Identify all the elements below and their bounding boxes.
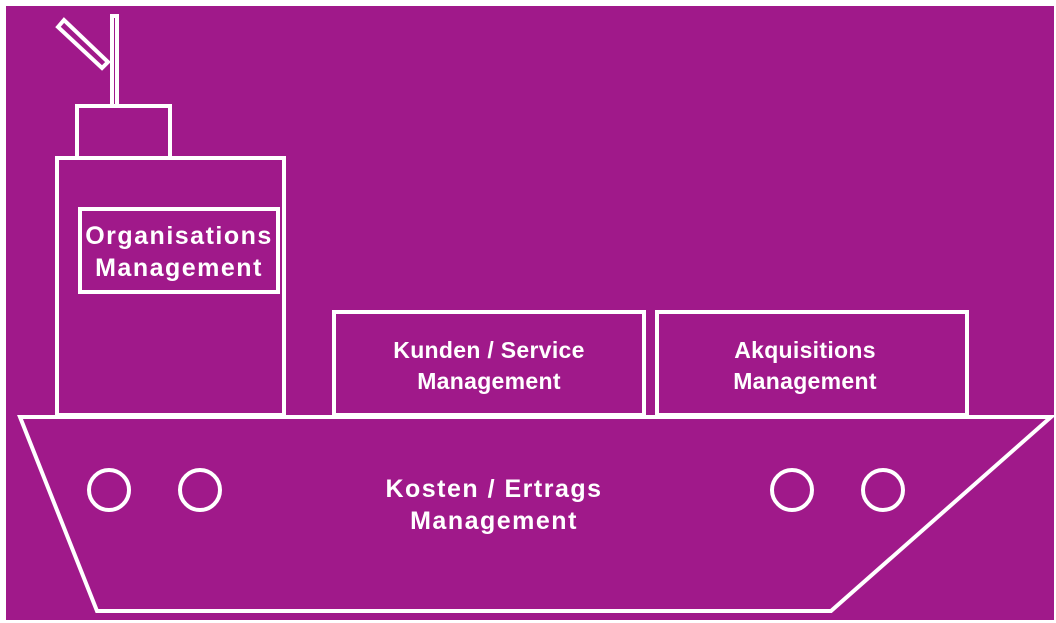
antenna-arm (55, 17, 111, 71)
porthole-icon (770, 468, 814, 512)
porthole-icon (861, 468, 905, 512)
kosten-ertrags-label-line2: Management (410, 507, 578, 535)
kosten-ertrags-label-line1: Kosten / Ertrags (385, 475, 602, 503)
ship-hull (17, 415, 1056, 613)
porthole-icon (178, 468, 222, 512)
organisation-label-line2: Management (95, 254, 263, 282)
porthole-icon (87, 468, 131, 512)
akquisitions-label-line2: Management (733, 368, 877, 394)
kunden-service-label-line1: Kunden / Service (393, 337, 584, 363)
akquisitions-label-line1: Akquisitions (734, 337, 876, 363)
organisation-box (78, 207, 280, 294)
organisation-label-line1: Organisations (85, 222, 273, 250)
kunden-service-label-line2: Management (417, 368, 561, 394)
